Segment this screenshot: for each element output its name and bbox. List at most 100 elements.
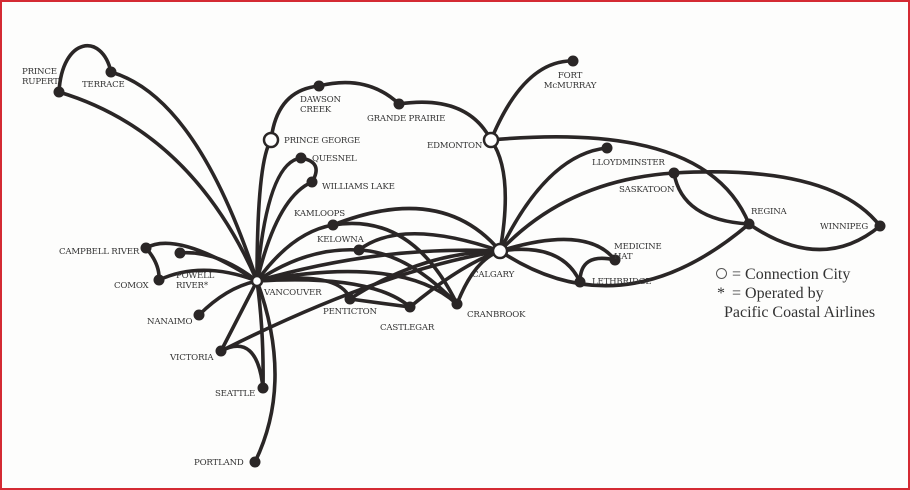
route-vancouver-castlegar [255, 277, 412, 309]
legend-operated-by-line2: Pacific Coastal Airlines [714, 303, 875, 322]
city-label-line: PRINCE [22, 67, 57, 77]
city-label-line: LLOYDMINSTER [592, 158, 665, 168]
city-marker-campbell-river[interactable] [140, 242, 152, 254]
route-vancouver-calgary [255, 248, 502, 283]
city-marker-lloydminster[interactable] [601, 142, 613, 154]
city-label-grande-prairie: GRANDE PRAIRIE [367, 114, 445, 124]
route-dawson-creek-grande-prairie [317, 80, 401, 106]
connection-city-marker-edmonton[interactable] [482, 131, 500, 149]
city-label-line: VANCOUVER [263, 288, 322, 298]
city-label-line: REGINA [751, 207, 788, 217]
city-label-line: PENTICTON [323, 307, 377, 317]
city-marker-winnipeg[interactable] [874, 220, 886, 232]
city-marker-dawson-creek[interactable] [313, 80, 325, 92]
route-kamloops-cranbrook [331, 221, 459, 306]
route-calgary-saskatoon [498, 171, 676, 253]
route-prince-george-dawson-creek [269, 84, 321, 142]
route-calgary-lethbridge [498, 247, 582, 284]
city-label-line: McMURRAY [544, 81, 597, 91]
legend-equals: = [732, 266, 742, 283]
route-vancouver-powell-river [178, 250, 259, 283]
route-prince-rupert-terrace [57, 44, 113, 94]
city-marker-cranbrook[interactable] [451, 298, 463, 310]
city-marker-quesnel[interactable] [295, 152, 307, 164]
route-saskatoon-regina [672, 171, 751, 226]
city-label-line: WILLIAMS LAKE [322, 182, 395, 192]
city-label-line: CRANBROOK [467, 310, 526, 320]
city-label-comox: COMOX [114, 281, 150, 291]
city-label-line: TERRACE [82, 80, 125, 90]
route-kamloops-calgary [331, 206, 502, 253]
city-label-saskatoon: SASKATOON [619, 185, 675, 195]
legend-operator-name: Pacific Coastal Airlines [724, 304, 876, 321]
city-marker-kelowna[interactable] [353, 244, 365, 256]
city-marker-nanaimo[interactable] [193, 309, 205, 321]
route-calgary-edmonton [489, 138, 508, 253]
city-marker-castlegar[interactable] [404, 301, 416, 313]
city-label-kelowna: KELOWNA [317, 235, 365, 245]
legend: = Connection City * = Operated by Pacifi… [714, 265, 875, 322]
city-label-nanaimo: NANAIMO [147, 317, 192, 327]
city-label-line: MEDICINE [614, 242, 662, 252]
city-marker-prince-rupert[interactable] [53, 86, 65, 98]
city-label-penticton: PENTICTON [323, 307, 377, 317]
city-label-line: FORT [558, 71, 583, 81]
city-label-line: COMOX [114, 281, 150, 291]
city-marker-kamloops[interactable] [327, 219, 339, 231]
city-label-prince-george: PRINCE GEORGE [284, 136, 360, 146]
city-label-line: NANAIMO [147, 317, 192, 327]
city-label-victoria: VICTORIA [169, 353, 214, 363]
route-vancouver-cranbrook [255, 269, 459, 306]
city-marker-grande-prairie[interactable] [393, 98, 405, 110]
route-vancouver-seattle [255, 279, 265, 390]
route-vancouver-prince-rupert [57, 90, 259, 283]
legend-connection-city: = Connection City [714, 265, 875, 284]
city-marker-regina[interactable] [743, 218, 755, 230]
route-calgary-medicine-hat [498, 237, 617, 262]
city-label-lethbridge: LETHBRIDGE [592, 277, 651, 287]
route-edmonton-fort-mcmurray [489, 59, 575, 142]
city-label-seattle: SEATTLE [215, 389, 255, 399]
city-marker-seattle[interactable] [257, 382, 269, 394]
city-label-line: KAMLOOPS [294, 209, 345, 219]
city-label-line: RUPERT [22, 77, 59, 87]
city-label-line: SEATTLE [215, 389, 255, 399]
city-marker-victoria[interactable] [215, 345, 227, 357]
city-label-line: SASKATOON [619, 185, 675, 195]
city-marker-medicine-hat[interactable] [609, 254, 621, 266]
city-label-line: CASTLEGAR [380, 323, 435, 333]
route-vancouver-portland [253, 279, 277, 464]
city-marker-terrace[interactable] [105, 66, 117, 78]
route-kelowna-calgary [357, 232, 502, 253]
city-marker-saskatoon[interactable] [668, 167, 680, 179]
route-edmonton-regina [489, 134, 751, 226]
city-marker-penticton[interactable] [344, 293, 356, 305]
city-label-lloydminster: LLOYDMINSTER [592, 158, 665, 168]
city-label-line: HAT [614, 252, 633, 262]
connection-city-marker-vancouver[interactable] [250, 274, 264, 288]
city-label-williams-lake: WILLIAMS LAKE [322, 182, 395, 192]
city-marker-fort-mcmurray[interactable] [567, 55, 579, 67]
city-marker-portland[interactable] [249, 456, 261, 468]
city-label-regina: REGINA [751, 207, 788, 217]
city-marker-williams-lake[interactable] [306, 176, 318, 188]
city-label-line: PRINCE GEORGE [284, 136, 360, 146]
route-saskatoon-winnipeg [672, 170, 882, 228]
city-marker-lethbridge[interactable] [574, 276, 586, 288]
city-label-quesnel: QUESNEL [312, 154, 357, 164]
connection-city-marker-prince-george[interactable] [262, 131, 280, 149]
route-calgary-lloydminster [498, 146, 609, 253]
city-label-line: PORTLAND [194, 458, 244, 468]
connection-city-marker-calgary[interactable] [491, 242, 509, 260]
city-marker-comox[interactable] [153, 274, 165, 286]
route-calgary-regina [498, 222, 751, 288]
city-label-campbell-river: CAMPBELL RIVER [59, 247, 140, 257]
city-marker-powell-river[interactable] [174, 247, 186, 259]
city-label-line: GRANDE PRAIRIE [367, 114, 445, 124]
